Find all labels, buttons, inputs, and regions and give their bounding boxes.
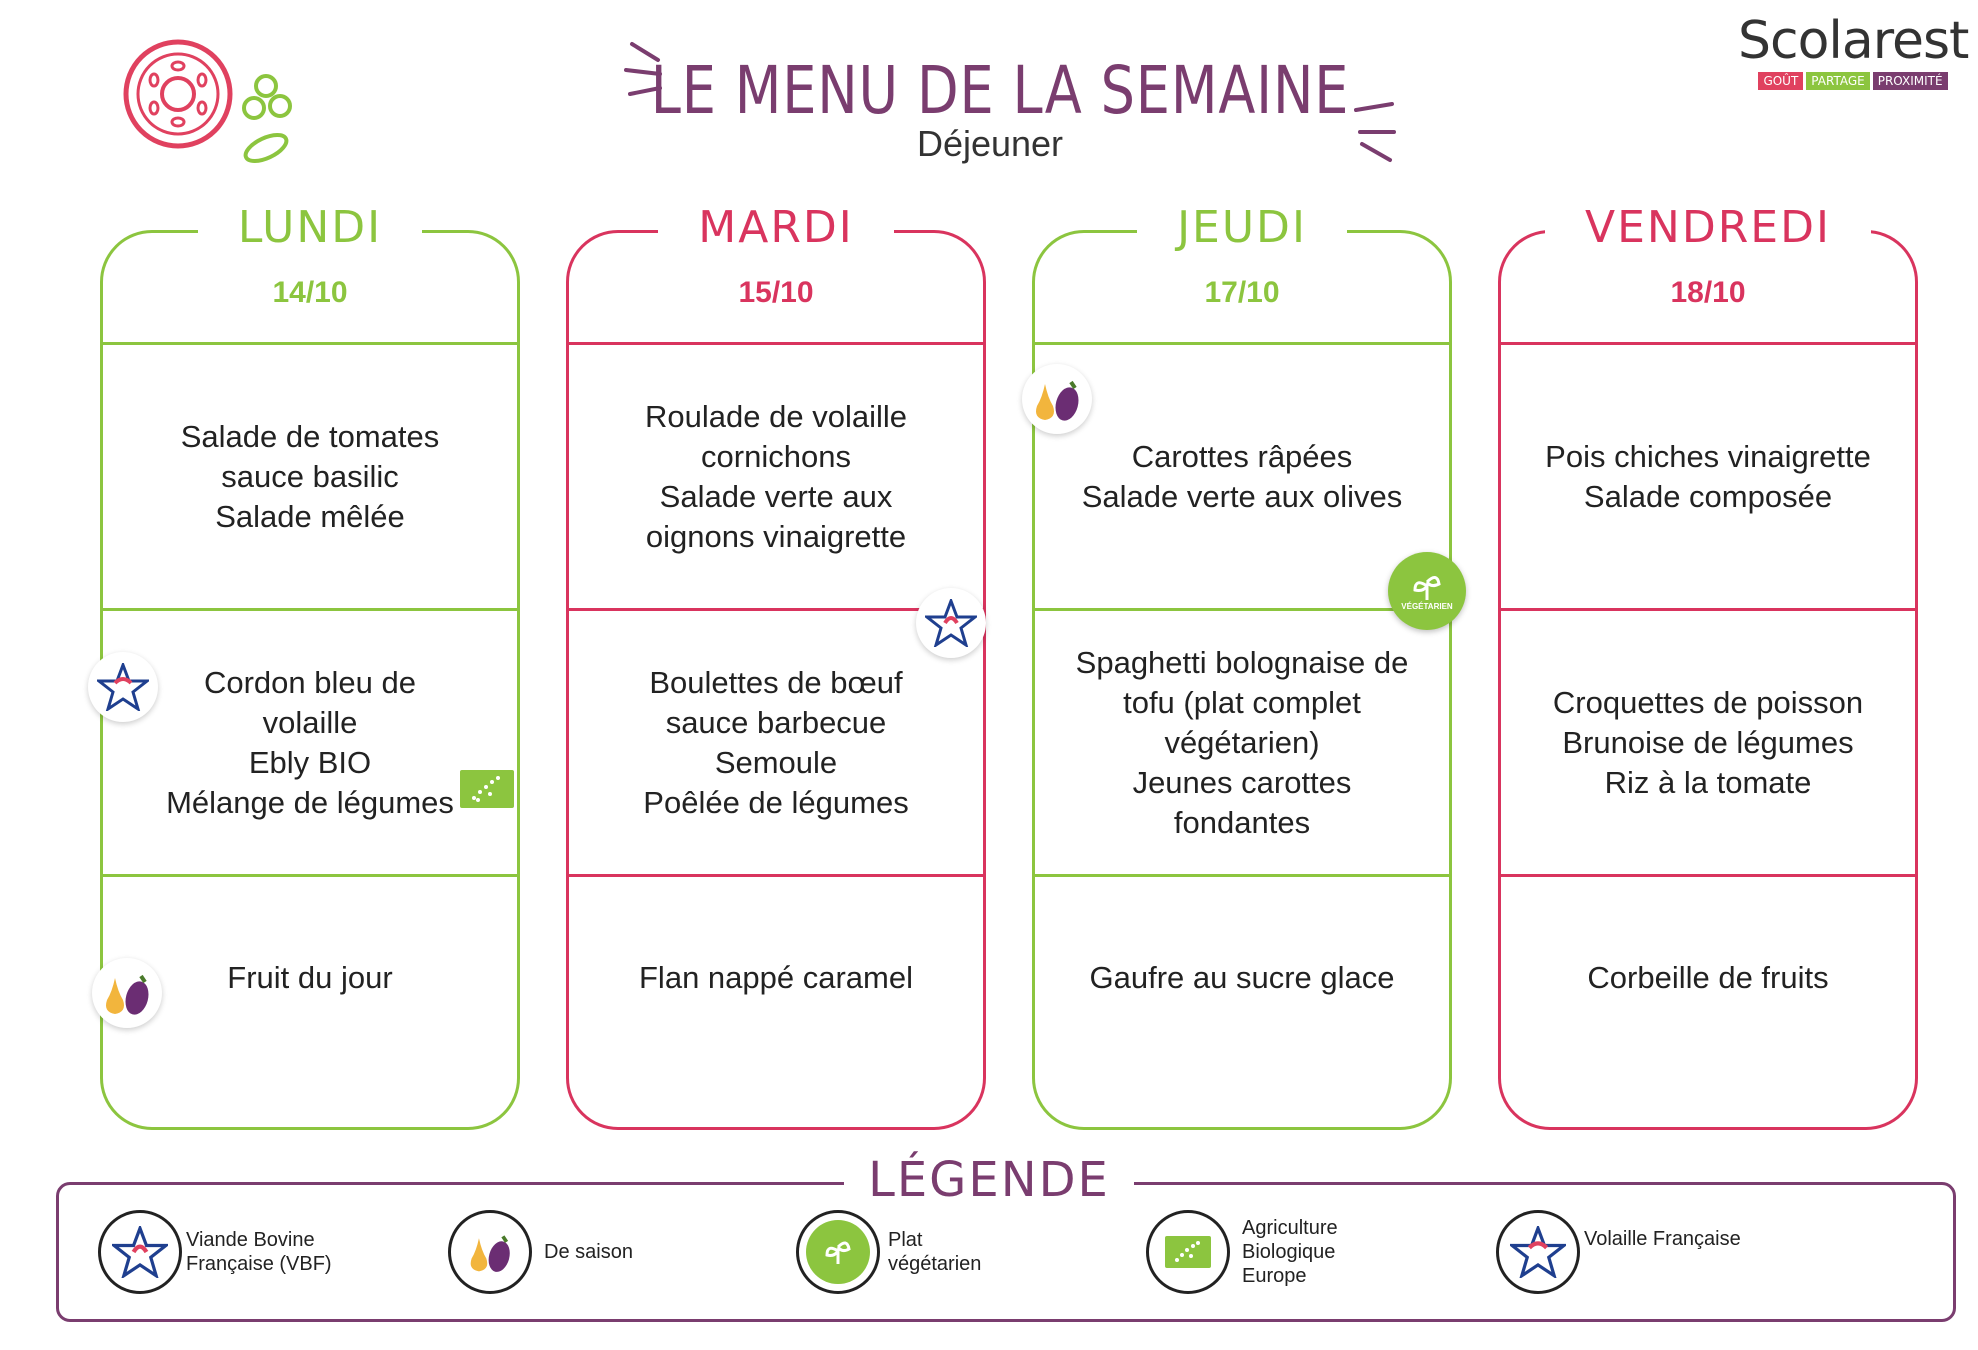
vegetarian-badge-icon: VÉGÉTARIEN <box>1388 552 1466 630</box>
day-date: 17/10 <box>1204 276 1280 309</box>
brand-logo: Scolarest GOÛT PARTAGE PROXIMITÉ <box>1738 11 1969 90</box>
main-course-text: Spaghetti bolognaise de tofu (plat compl… <box>1075 645 1409 840</box>
seasonal-badge-icon <box>92 958 162 1028</box>
legend-label: Viande Bovine Française (VBF) <box>186 1229 332 1275</box>
seasonal-badge-icon <box>1022 364 1092 434</box>
seasonal-icon <box>448 1210 532 1294</box>
dessert-text: Gaufre au sucre glace <box>1089 960 1395 995</box>
legend-label: Volaille Française <box>1584 1228 1741 1250</box>
day-date: 14/10 <box>272 276 348 309</box>
main-course-text: Boulettes de bœuf sauce barbecue Semoule… <box>643 665 909 820</box>
brand-tag: PARTAGE <box>1806 72 1870 90</box>
divider <box>100 874 520 877</box>
dessert-text: Fruit du jour <box>227 960 393 995</box>
divider <box>566 608 986 611</box>
divider <box>1498 608 1918 611</box>
day-date: 18/10 <box>1670 276 1746 309</box>
day-column-mardi: MARDI 15/10 Roulade de volaille cornicho… <box>566 202 986 1130</box>
main-course-text: Cordon bleu de volaille Ebly BIO Mélange… <box>166 665 454 820</box>
brand-tags: GOÛT PARTAGE PROXIMITÉ <box>1738 72 1968 90</box>
day-name: VENDREDI <box>1498 202 1918 253</box>
starter-text: Salade de tomates sauce basilic Salade m… <box>180 419 440 534</box>
vegetarian-icon <box>796 1210 880 1294</box>
legend-label: Plat végétarien <box>888 1229 982 1275</box>
page-subtitle: Déjeuner <box>916 123 1064 164</box>
legend-label: De saison <box>544 1241 633 1263</box>
tomato-illustration-icon <box>123 39 292 163</box>
divider <box>100 342 520 345</box>
legend-label: Agriculture Biologique Europe <box>1242 1217 1338 1287</box>
brand-tag: PROXIMITÉ <box>1872 72 1948 90</box>
starter-text: Carottes râpées Salade verte aux olives <box>1081 439 1403 514</box>
vbf-icon <box>98 1210 182 1294</box>
divider <box>1032 874 1452 877</box>
organic-eu-icon <box>1146 1210 1230 1294</box>
organic-eu-badge-icon <box>452 754 522 824</box>
main-course-text: Croquettes de poisson Brunoise de légume… <box>1552 685 1864 800</box>
dessert-text: Flan nappé caramel <box>639 960 913 995</box>
dessert-text: Corbeille de fruits <box>1587 960 1829 995</box>
title-dash-left-icon <box>624 42 662 96</box>
brand-tag: GOÛT <box>1758 72 1804 90</box>
legend-item-organic: Agriculture Biologique Europe <box>1146 1210 1338 1294</box>
day-column-jeudi: JEUDI 17/10 Carottes râpées Salade verte… <box>1032 202 1452 1130</box>
starter-text: Pois chiches vinaigrette Salade composée <box>1545 439 1871 514</box>
divider <box>566 342 986 345</box>
day-name: LUNDI <box>100 202 520 253</box>
divider <box>1498 874 1918 877</box>
poultry-icon <box>1496 1210 1580 1294</box>
page-title: LE MENU DE LA SEMAINE <box>650 52 1350 129</box>
divider <box>1498 342 1918 345</box>
vegetarian-badge-label: VÉGÉTARIEN <box>1401 601 1453 611</box>
legend-item-vbf: Viande Bovine Française (VBF) <box>98 1210 332 1294</box>
divider <box>1032 342 1452 345</box>
day-name: JEUDI <box>1032 202 1452 253</box>
legend-title: LÉGENDE <box>0 1152 1978 1208</box>
legend-item-vegetarian: Plat végétarien <box>796 1210 981 1294</box>
divider <box>100 608 520 611</box>
starter-text: Roulade de volaille cornichons Salade ve… <box>645 399 907 554</box>
day-date: 15/10 <box>738 276 814 309</box>
poultry-badge-icon <box>88 652 158 722</box>
menu-header: LE MENU DE LA SEMAINE Déjeuner <box>560 52 1440 165</box>
day-name: MARDI <box>566 202 986 253</box>
vbf-badge-icon <box>916 588 986 658</box>
brand-name: Scolarest <box>1738 11 1969 71</box>
day-column-lundi: LUNDI 14/10 Salade de tomates sauce basi… <box>100 202 520 1130</box>
legend-item-seasonal: De saison <box>448 1210 633 1294</box>
title-dash-right-icon <box>1354 102 1396 162</box>
divider <box>566 874 986 877</box>
day-column-vendredi: VENDREDI 18/10 Pois chiches vinaigrette … <box>1498 202 1918 1130</box>
divider <box>1032 608 1452 611</box>
legend-item-poultry: Volaille Française <box>1496 1210 1741 1294</box>
